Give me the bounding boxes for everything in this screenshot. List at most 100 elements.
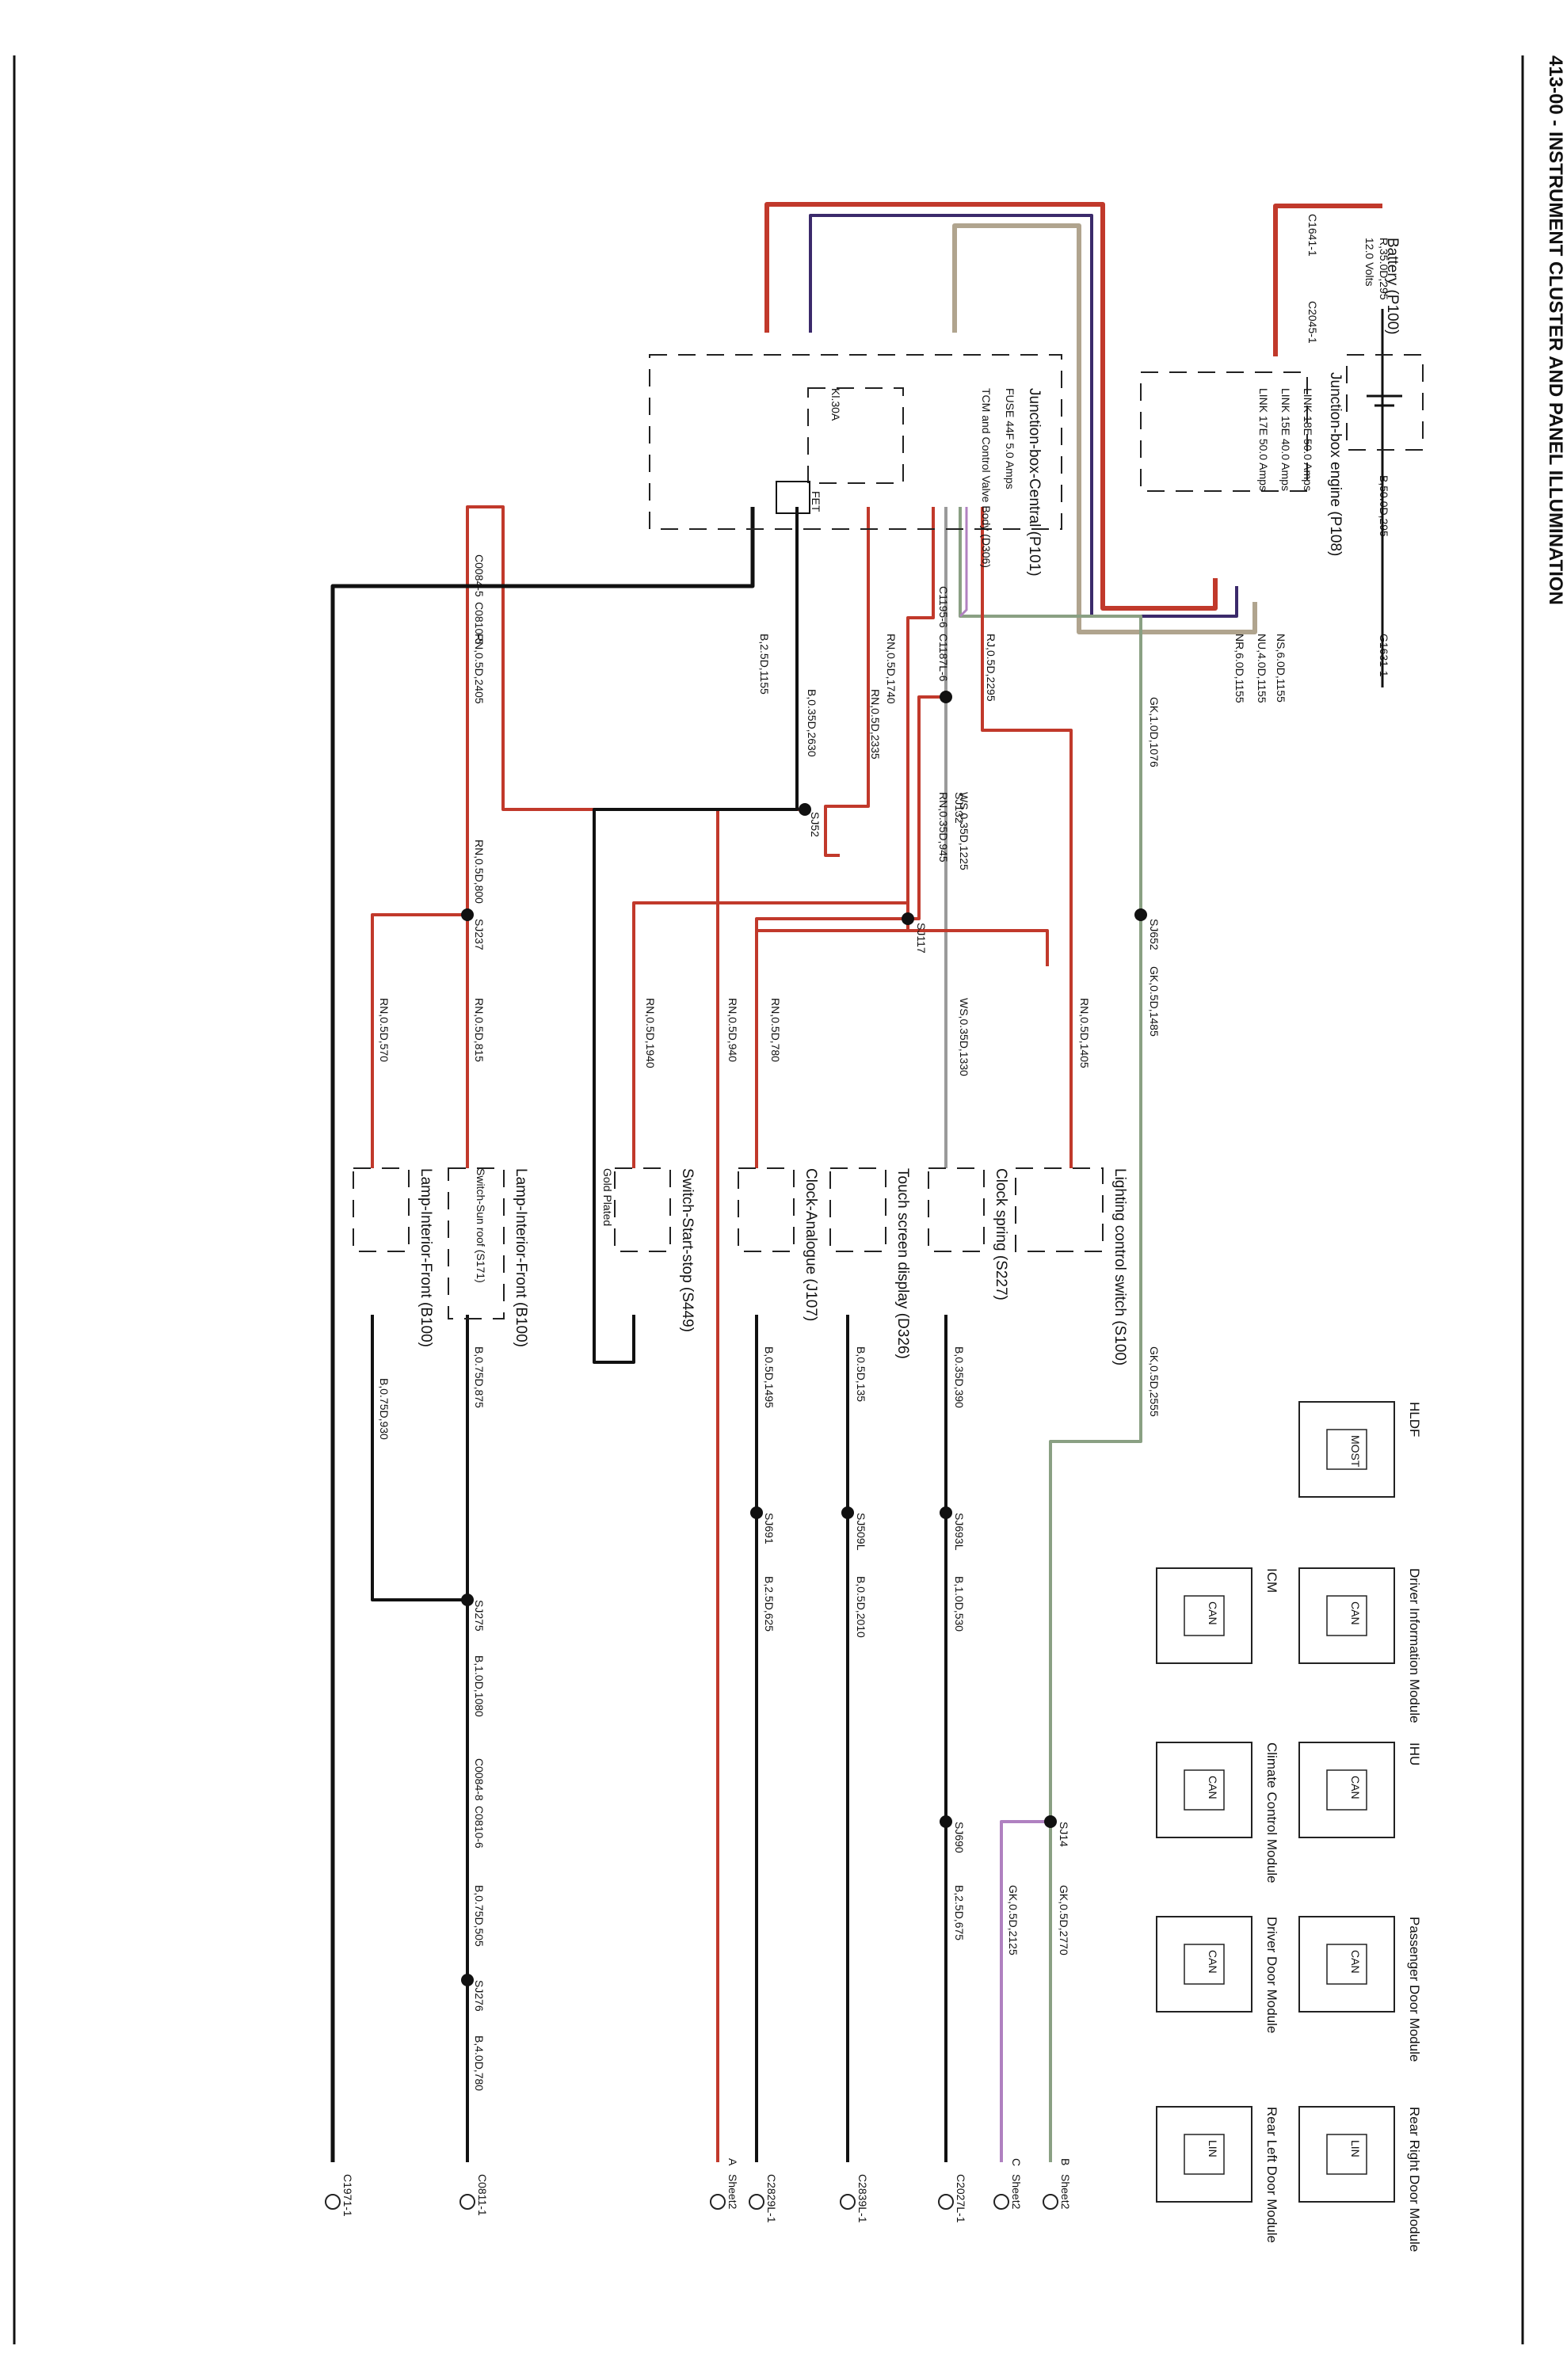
wire-label: RN,0.5D,2405 [473, 634, 486, 704]
wire-b-2630 [593, 507, 799, 1364]
start-stop-note: Gold Plated [601, 1168, 614, 1226]
page-title: 413-00 - INSTRUMENT CLUSTER AND PANEL IL… [1545, 55, 1566, 605]
splice-sj652 [1134, 908, 1147, 921]
jb-central-name: Junction-box-Central (P101) [1026, 388, 1043, 577]
wire-label: RN,0.5D,815 [473, 998, 486, 1062]
wire-label: SJ14 [1058, 1822, 1070, 1847]
clock-analogue-box [738, 1167, 795, 1252]
end-connector-label: C2839L-1 [856, 2174, 869, 2223]
jb-central-note: TCM and Control Valve Body (D306) [980, 388, 993, 568]
module-name: Climate Control Module [1264, 1742, 1279, 1883]
wire-rn-570 [371, 913, 467, 1168]
bus-symbol [1184, 1944, 1225, 1985]
jb-central-fet: FET [810, 491, 822, 512]
wire-label: SJ509L [855, 1513, 867, 1551]
splice-sj14 [1044, 1815, 1057, 1828]
wire-label: SJ693L [953, 1513, 966, 1551]
wire-label: C0810-6 [473, 1806, 486, 1849]
jb-engine-fuse-2: LINK 15E 40.0 Amps [1279, 388, 1292, 491]
wire-label: B,0.5D,135 [855, 1346, 867, 1402]
wire-label: WS,0.35D,1330 [958, 998, 970, 1076]
wire-label: RN,0.5D,1940 [644, 998, 657, 1068]
bus-symbol [1184, 1595, 1225, 1636]
wire-label: SJ132 [953, 792, 966, 824]
splice-sj52 [799, 803, 811, 816]
touch-screen-name: Touch screen display (D326) [894, 1168, 911, 1359]
wire-label: B,2.5D,1155 [758, 634, 771, 695]
module-name: Driver Information Module [1407, 1568, 1422, 1723]
wire-label: B,1.0D,1080 [473, 1655, 486, 1717]
fet-box [776, 481, 810, 514]
wire-rn-1940 [632, 901, 908, 1168]
end-connector-label: C1971-1 [341, 2174, 354, 2217]
wire-label: RN,0.5D,940 [726, 998, 739, 1062]
wire-label: RN,0.35D,945 [937, 792, 950, 863]
module-box [1156, 1567, 1252, 1664]
wire-rn-945 [755, 695, 951, 1168]
end-connector [325, 2194, 341, 2210]
module-name: ICM [1264, 1568, 1279, 1593]
module-name: Rear Right Door Module [1407, 2107, 1422, 2252]
wire-label: NU,4.0D,1155 [1256, 634, 1268, 703]
touch-screen-box [829, 1167, 886, 1252]
end-connector-label: C2829L-1 [765, 2174, 778, 2223]
wire-label: GK,0.5D,1485 [1148, 966, 1161, 1037]
end-connector [938, 2194, 954, 2210]
wire-label: RN,0.5D,780 [769, 998, 782, 1062]
wire-label: C0084-5 [473, 554, 486, 597]
wire-label: B,0.5D,2010 [855, 1576, 867, 1638]
wire-b-main-3 [371, 1315, 467, 1601]
end-connector-label: Sheet2 [1010, 2174, 1023, 2210]
wire-label: SJ652 [1148, 919, 1161, 950]
module-box [1298, 1567, 1395, 1664]
wire-label: SJ690 [953, 1822, 966, 1853]
module-box [1156, 2106, 1252, 2203]
wire-violet [1000, 1820, 1050, 2162]
end-connector-label: Sheet2 [726, 2174, 739, 2210]
module-name: Passenger Door Module [1407, 1917, 1422, 2062]
bus-symbol [1326, 1595, 1367, 1636]
end-connector [840, 2194, 856, 2210]
end-connector [710, 2194, 726, 2210]
splice-sj276 [461, 1974, 474, 1986]
clock-spring-name: Clock spring (S227) [993, 1168, 1009, 1300]
wire-label: RJ,0.5D,2295 [985, 634, 997, 702]
module-box [1298, 2106, 1395, 2203]
wire-label: B,0.75D,875 [473, 1346, 486, 1408]
bus-symbol [1184, 2134, 1225, 2175]
wire-rn-1740 [906, 507, 1049, 966]
wire-label: SJ275 [473, 1600, 486, 1632]
jb-central-inner [807, 387, 904, 484]
wire-label: RN,0.5D,800 [473, 840, 486, 904]
wire-label: R,35.0D,295 [1378, 238, 1390, 300]
lamp-front-1-name: Lamp-Interior-Front (B100) [513, 1168, 529, 1347]
start-stop-name: Switch-Start-stop (S449) [679, 1168, 696, 1332]
module-box [1156, 1916, 1252, 2013]
bus-symbol [1326, 1429, 1367, 1470]
module-box [1298, 1742, 1395, 1838]
jb-central-box [649, 354, 1062, 530]
wire-label: C1195-6 [937, 586, 950, 628]
bus-label: MOST [1349, 1435, 1362, 1468]
module-box [1298, 1916, 1395, 2013]
end-connector [749, 2194, 764, 2210]
bus-symbol [1184, 1769, 1225, 1811]
lighting-switch-box [1015, 1167, 1104, 1252]
wire-label: SJ52 [809, 812, 822, 837]
wire-nu-navy [809, 214, 1238, 618]
end-sheet-tag: C [1010, 2158, 1023, 2166]
wire-nr-red [764, 202, 1218, 611]
splice-sj509l [841, 1506, 854, 1519]
wire-label: WS,0.35D,1225 [958, 792, 970, 870]
end-connector [1043, 2194, 1058, 2210]
battery-conn-neg: C2045-1 [1306, 301, 1319, 344]
bus-label: CAN [1207, 1601, 1219, 1625]
jb-engine-fuse-3: LINK 17E 50.0 Amps [1257, 388, 1270, 491]
wire-label: C0084-8 [473, 1758, 486, 1801]
splice-sj237 [461, 908, 474, 921]
jb-central-kl: Kl.30A [829, 388, 842, 421]
wire-label: C0810-5 [473, 602, 486, 645]
lamp-front-2-box [353, 1167, 410, 1252]
bus-label: CAN [1349, 1776, 1362, 1799]
